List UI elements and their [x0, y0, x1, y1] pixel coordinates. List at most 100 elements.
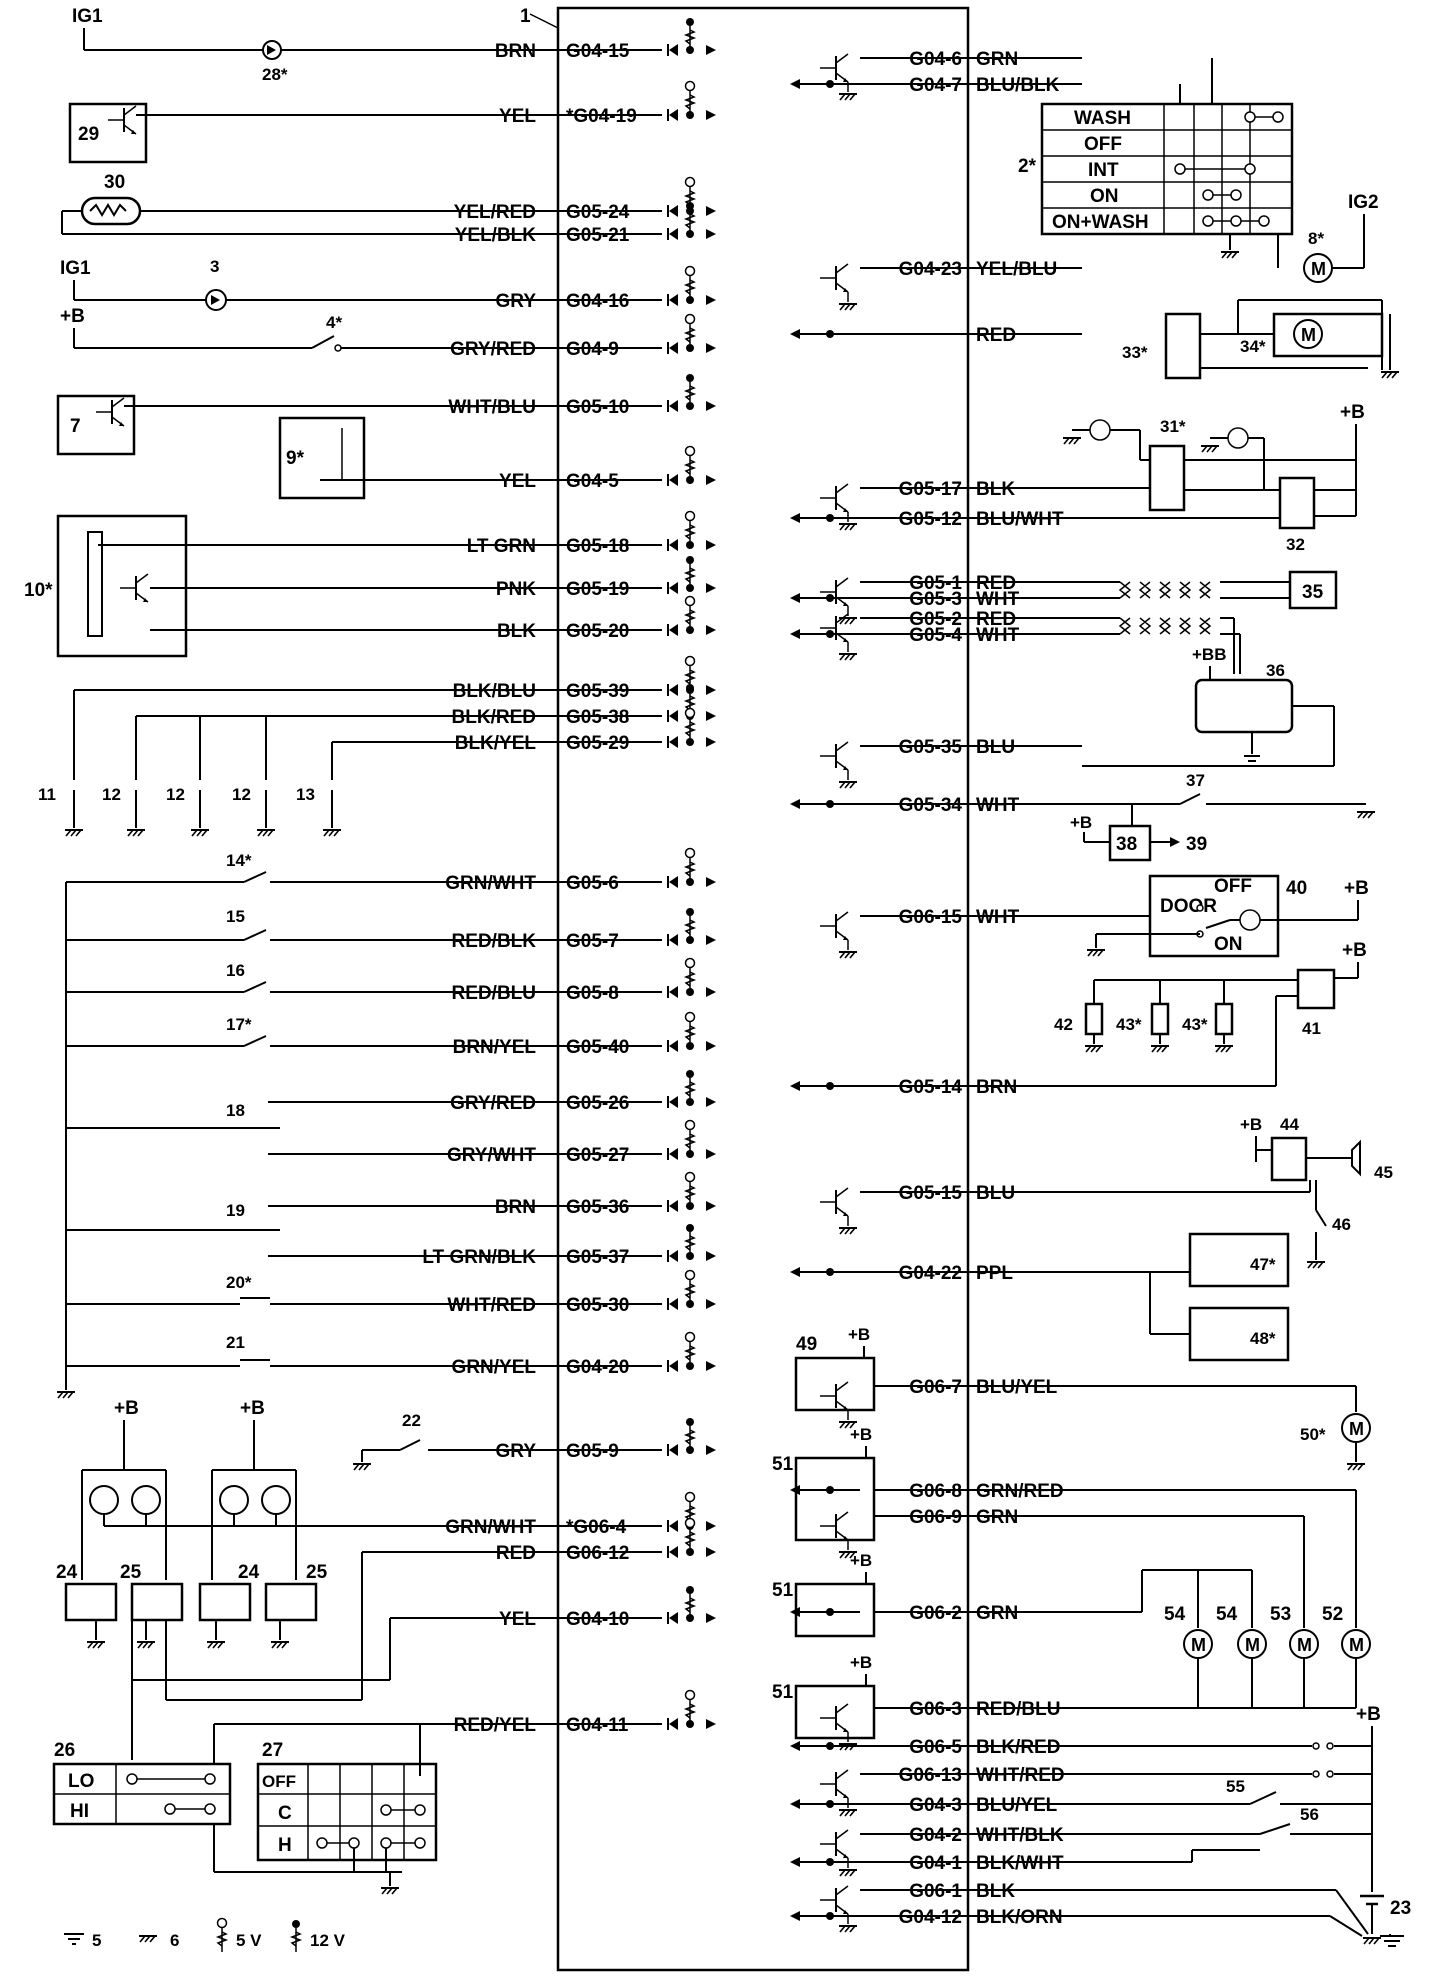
right-wire-label: WHT/RED [976, 1765, 1065, 1786]
left-pin-label: G05-9 [566, 1441, 619, 1462]
left-pin-label: G04-5 [566, 471, 619, 492]
lamp-43b-label: 43* [1182, 1015, 1208, 1034]
relay-51a-label: 51 [772, 1454, 794, 1475]
plus-b-label: +B [60, 306, 85, 327]
relay-25b-label: 25 [306, 1562, 328, 1583]
buzzer-45-label: 45 [1374, 1163, 1393, 1182]
plus-b-51a: +B [850, 1425, 872, 1444]
relay-32 [1278, 476, 1316, 530]
lamp-43a [1150, 1002, 1170, 1036]
wiper-off: OFF [1084, 134, 1122, 155]
right-pin-label: G04-22 [899, 1263, 962, 1284]
indicator-28-label: 28* [262, 65, 288, 84]
left-pin-row: YEL*G04-19 [499, 106, 662, 127]
light-switch-hi: HI [70, 1801, 89, 1822]
right-pin-label: G05-35 [899, 737, 963, 758]
plus-b-51b: +B [850, 1551, 872, 1570]
ecu-internal-symbols [667, 17, 860, 1933]
right-pin-row: G04-23 YEL/BLU [860, 259, 1082, 280]
relay-49-label: 49 [796, 1334, 817, 1355]
left-pin-label: G05-10 [566, 397, 629, 418]
module-38-label: 38 [1116, 834, 1137, 855]
module-48-label: 48* [1250, 1329, 1276, 1348]
module-47 [1188, 1232, 1290, 1288]
switch-17-label: 17* [226, 1015, 252, 1034]
relay-51b-label: 51 [772, 1580, 794, 1601]
left-pin-label: G04-15 [566, 41, 630, 62]
left-wire-label: GRY [496, 1441, 537, 1462]
left-wire-label: PNK [496, 579, 536, 600]
right-pin-label: G05-15 [899, 1183, 963, 1204]
relay-33-label: 33* [1122, 343, 1148, 362]
legend-12v: 12 V [310, 1931, 346, 1950]
right-wire-label: GRN [976, 1507, 1018, 1528]
relay-51c-label: 51 [772, 1682, 794, 1703]
right-pin-label: G06-15 [899, 907, 963, 928]
right-pin-label: G06-8 [909, 1481, 962, 1502]
lamp-43a-label: 43* [1116, 1015, 1142, 1034]
ig1-label-2: IG1 [60, 258, 91, 279]
plus-b-31: +B [1340, 402, 1365, 423]
battery-23-label: 23 [1390, 1898, 1411, 1919]
right-wire-label: YEL/BLU [976, 259, 1057, 280]
right-pin-label: G04-23 [899, 259, 962, 280]
right-pin-label: G04-7 [909, 75, 962, 96]
left-wire-label: BRN/YEL [453, 1037, 537, 1058]
motor-52-label: 52 [1322, 1604, 1343, 1625]
relay-24b [198, 1582, 252, 1622]
left-pin-label: G04-20 [566, 1357, 629, 1378]
left-pin-row: GRN/WHT*G06-4 [445, 1517, 662, 1538]
left-wire-label: GRY/WHT [447, 1145, 536, 1166]
right-wire-label: WHT [976, 907, 1020, 928]
left-pin-label: G04-10 [566, 1609, 629, 1630]
right-wire-label: WHT [976, 589, 1020, 610]
switch-14-label: 14* [226, 851, 252, 870]
right-wire-label: RED/BLU [976, 1699, 1060, 1720]
right-pin-label: G06-9 [909, 1507, 962, 1528]
left-pin-label: G05-30 [566, 1295, 629, 1316]
module-35-label: 35 [1302, 582, 1324, 603]
right-pin-label: G05-3 [909, 589, 962, 610]
right-wire-label: BLK/ORN [976, 1907, 1063, 1928]
switch-18-label: 18 [226, 1101, 245, 1120]
ecu-number: 1 [520, 6, 531, 27]
sensor-30-label: 30 [104, 172, 125, 193]
motor-50-label: 50* [1300, 1425, 1326, 1444]
right-wire-label: BLK/RED [976, 1737, 1060, 1758]
left-pin-label: G05-6 [566, 873, 619, 894]
switch-12b-label: 12 [166, 785, 185, 804]
right-wire-label: WHT/BLK [976, 1825, 1064, 1846]
right-pin-label: G06-5 [909, 1737, 962, 1758]
ac-switch-box [256, 1762, 438, 1862]
left-pin-label: G05-18 [566, 536, 629, 557]
left-wire-label: YEL [499, 106, 536, 127]
left-pin-label: G05-19 [566, 579, 629, 600]
left-wire-label: GRN/WHT [445, 1517, 536, 1538]
left-wire-label: BLK/YEL [455, 733, 537, 754]
switch-55-label: 55 [1226, 1777, 1245, 1796]
plus-b-41: +B [1342, 940, 1367, 961]
plus-b-44: +B [1240, 1115, 1262, 1134]
switch-37-label: 37 [1186, 771, 1205, 790]
left-wire-label: YEL/BLK [455, 225, 537, 246]
motor-54a-label: 54 [1164, 1604, 1186, 1625]
left-wire-label: GRY/RED [450, 1093, 536, 1114]
right-pin-label: G04-1 [909, 1853, 962, 1874]
connector-36-label: 36 [1266, 661, 1285, 680]
right-wire-label: GRN [976, 1603, 1018, 1624]
switch-12c-label: 12 [232, 785, 251, 804]
left-pin-label: G05-29 [566, 733, 629, 754]
